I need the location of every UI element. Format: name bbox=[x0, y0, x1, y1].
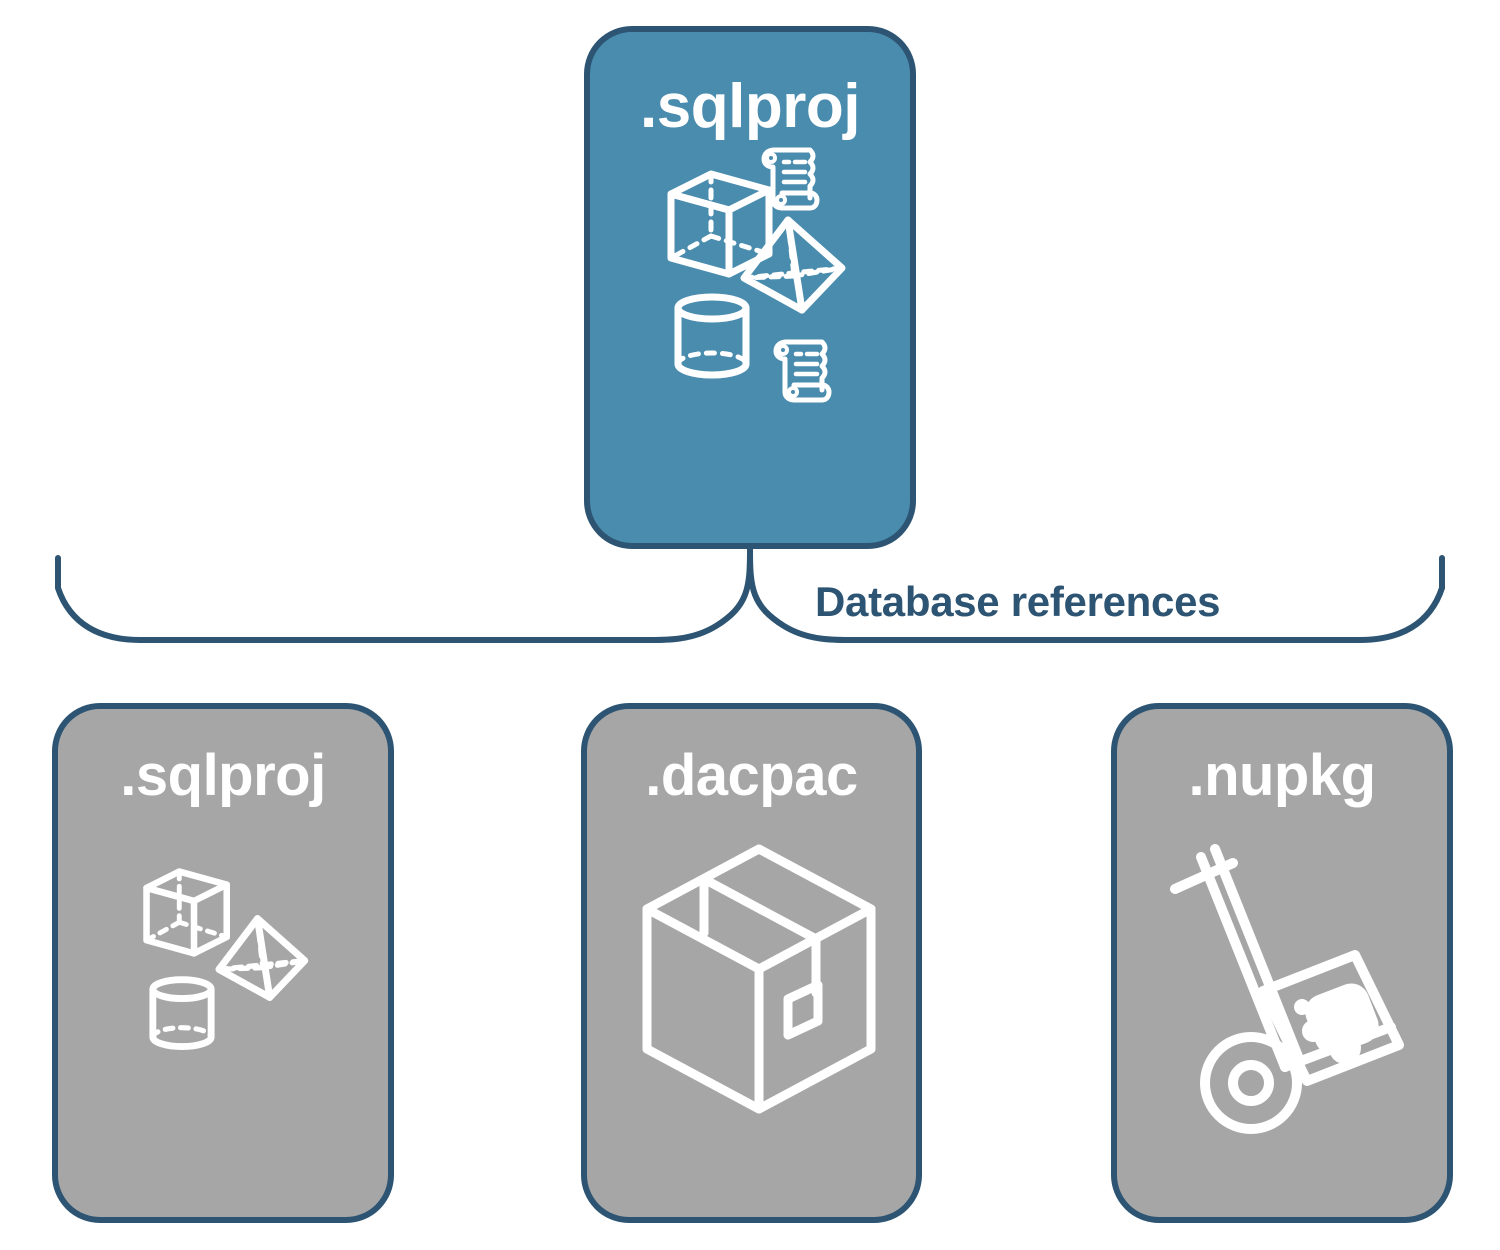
database-references-brace bbox=[55, 548, 1445, 644]
root-icon-cluster bbox=[590, 138, 910, 543]
wireframe-pyramid-icon bbox=[740, 216, 846, 314]
node-card-child-dacpac[interactable]: .dacpac bbox=[581, 703, 922, 1223]
node-card-root-sqlproj[interactable]: .sqlproj bbox=[584, 26, 916, 549]
node-card-child-sqlproj[interactable]: .sqlproj bbox=[52, 703, 394, 1223]
node-title-child-2: .nupkg bbox=[1188, 743, 1376, 808]
node-title-child-1: .dacpac bbox=[645, 743, 858, 808]
scroll-icon bbox=[773, 339, 832, 403]
wireframe-cube-icon bbox=[667, 170, 773, 278]
child-nupkg-icon-cluster bbox=[1117, 805, 1447, 1217]
wireframe-pyramid-icon bbox=[215, 915, 309, 1001]
child-sqlproj-icon-cluster bbox=[58, 805, 388, 1217]
connector-label: Database references bbox=[815, 578, 1221, 625]
wireframe-cube-icon bbox=[143, 868, 231, 957]
child-dacpac-icon-cluster bbox=[587, 805, 916, 1217]
node-card-child-nupkg[interactable]: .nupkg bbox=[1111, 703, 1453, 1223]
wireframe-cylinder-icon bbox=[674, 293, 750, 379]
scroll-icon bbox=[761, 147, 820, 211]
node-title-child-0: .sqlproj bbox=[120, 743, 326, 808]
hand-truck-package-icon bbox=[1170, 844, 1404, 1134]
node-title-root: .sqlproj bbox=[640, 72, 860, 141]
wireframe-cylinder-icon bbox=[149, 976, 215, 1050]
shipping-box-icon bbox=[642, 844, 876, 1114]
